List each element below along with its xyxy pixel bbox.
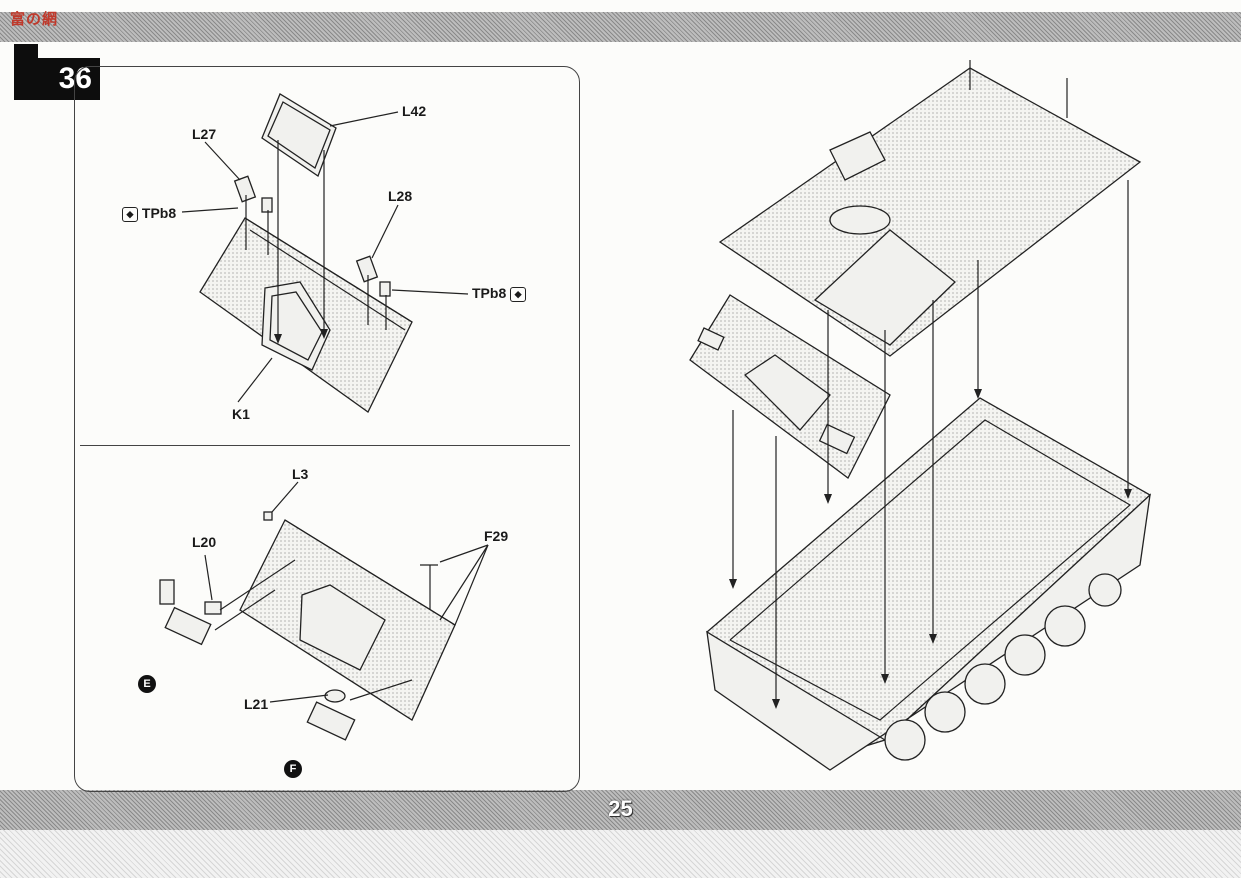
footer-band <box>0 790 1241 830</box>
footer-texture <box>0 830 1241 878</box>
l3-part <box>263 511 273 521</box>
watermark-logo: 富の網 <box>10 11 59 28</box>
step-badge-notch <box>14 44 38 58</box>
label-tpb8-left: ◆ TPb8 <box>122 205 176 222</box>
l27-part <box>233 175 273 213</box>
callout-e: E <box>138 675 156 693</box>
l28-part <box>355 255 391 297</box>
panel-divider <box>80 445 570 446</box>
callout-f: F <box>284 760 302 778</box>
label-f29: F29 <box>484 528 509 544</box>
label-l20: L20 <box>192 534 217 550</box>
label-l27: L27 <box>192 126 217 142</box>
page-number: 25 <box>608 796 633 821</box>
track-wheels <box>884 573 1122 761</box>
parts-tree-icon: ◆ <box>510 286 527 302</box>
label-tpb8-right-text: TPb8 <box>472 285 507 301</box>
subassembly-panel <box>74 66 580 792</box>
label-l42: L42 <box>402 103 427 119</box>
header-band <box>0 12 1241 42</box>
label-l28: L28 <box>388 188 413 204</box>
label-k1: K1 <box>232 406 250 422</box>
rear-plate-drawing <box>199 217 413 413</box>
rear-door-drawing <box>689 294 891 479</box>
hatch-l42-drawing <box>261 93 337 178</box>
light-assembly-f <box>306 689 356 741</box>
assembly-arrows <box>729 180 1132 709</box>
parts-tree-icon: ◆ <box>122 206 138 222</box>
label-l3: L3 <box>292 466 309 482</box>
hull-drawing <box>706 397 1152 771</box>
light-assembly-e <box>159 579 222 646</box>
top-deck-drawing <box>718 60 1142 357</box>
label-tpb8-right: TPb8 ◆ <box>472 285 527 302</box>
label-tpb8-left-text: TPb8 <box>141 205 177 221</box>
label-l21: L21 <box>244 696 269 712</box>
rear-plate-back-drawing <box>239 519 456 721</box>
